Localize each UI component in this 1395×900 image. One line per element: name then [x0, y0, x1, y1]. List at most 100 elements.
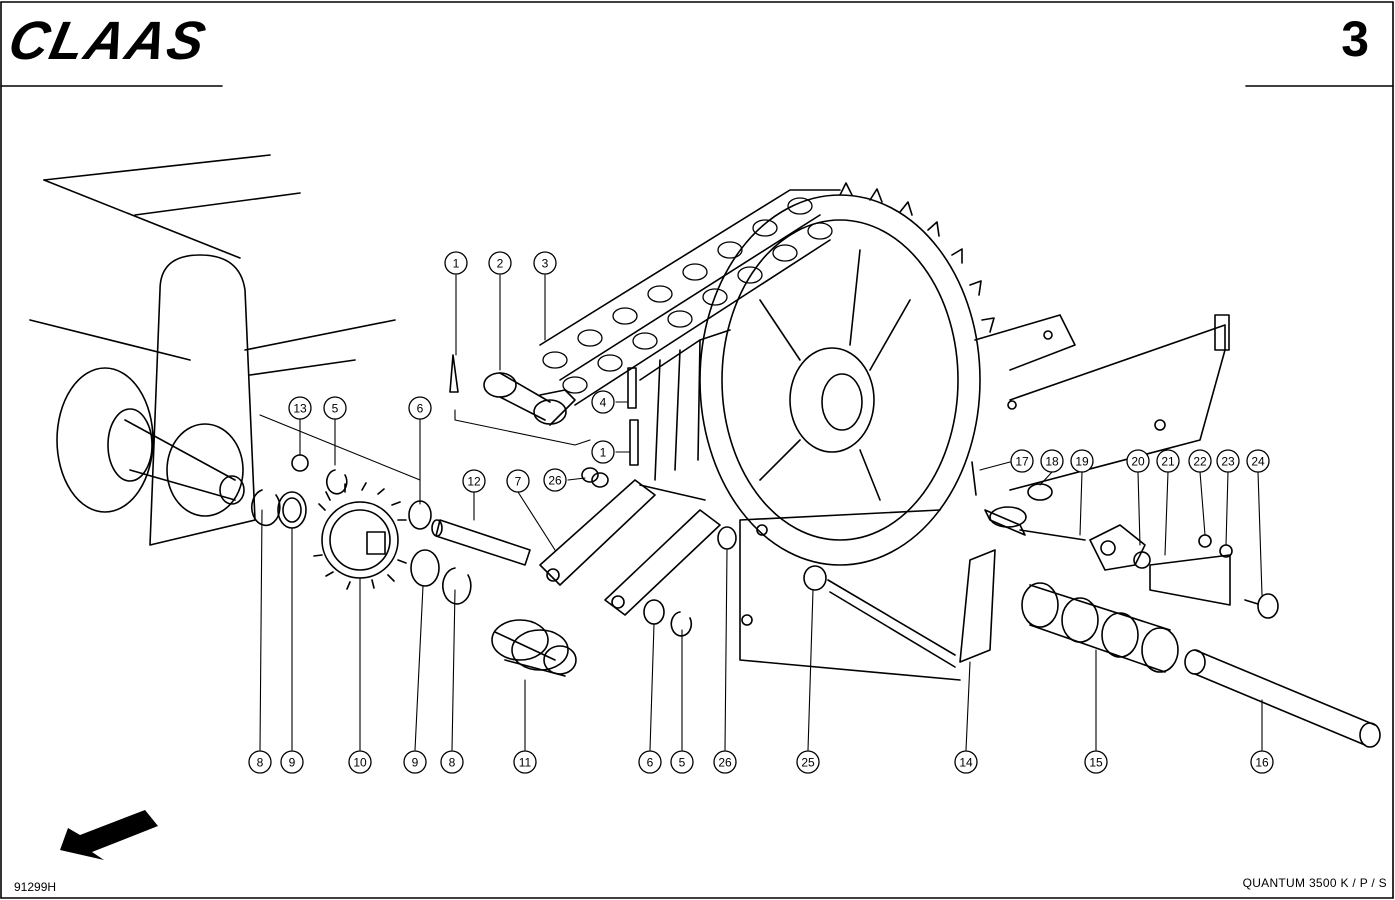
callout-label: 16	[1255, 756, 1269, 770]
callout-label: 22	[1193, 455, 1207, 469]
callout-label: 26	[548, 474, 562, 488]
callout-3: 3	[533, 251, 557, 275]
guide-tube-16	[1184, 649, 1381, 748]
callout-label: 4	[600, 396, 607, 410]
callout-26a: 26	[543, 468, 567, 492]
callout-circle	[462, 469, 486, 493]
callout-circle	[1156, 449, 1180, 473]
callout-13: 13	[288, 396, 312, 420]
callout-label: 9	[412, 756, 419, 770]
callout-circle	[533, 251, 557, 275]
callout-1b: 1	[591, 440, 615, 464]
callout-17: 17	[1010, 449, 1034, 473]
callout-2: 2	[488, 251, 512, 275]
callout-circle	[1250, 750, 1274, 774]
callout-label: 26	[718, 756, 732, 770]
callout-circle	[506, 469, 530, 493]
callout-circle	[1188, 449, 1212, 473]
callout-18: 18	[1040, 449, 1064, 473]
callout-circle	[638, 750, 662, 774]
large-sprocket	[699, 182, 995, 566]
callout-5b: 5	[670, 750, 694, 774]
callout-11: 11	[513, 750, 537, 774]
small-sprocket	[313, 482, 407, 590]
callout-circle	[348, 750, 372, 774]
callout-16: 16	[1250, 750, 1274, 774]
callout-25: 25	[796, 750, 820, 774]
callout-circle	[1246, 449, 1270, 473]
callout-label: 9	[289, 756, 296, 770]
callout-circle	[408, 396, 432, 420]
callout-circle	[591, 390, 615, 414]
leader-lines	[259, 274, 1263, 751]
callout-circle	[1084, 750, 1108, 774]
callout-label: 20	[1131, 455, 1145, 469]
callout-circle	[1040, 449, 1064, 473]
tensioner-arm	[431, 479, 721, 616]
callout-circle	[1010, 449, 1034, 473]
callout-6a: 6	[408, 396, 432, 420]
gearbox-housing	[29, 154, 396, 546]
drawing-number: 91299H	[14, 880, 57, 894]
coil-spring-11	[491, 619, 577, 677]
callout-label: 5	[679, 756, 686, 770]
washers-and-rings	[251, 454, 827, 637]
callout-label: 10	[353, 756, 367, 770]
callout-label: 15	[1089, 756, 1103, 770]
page-number: 3	[1341, 11, 1369, 67]
callout-circle	[543, 468, 567, 492]
roller-chain	[539, 189, 841, 481]
callout-label: 6	[647, 756, 654, 770]
callout-label: 8	[449, 756, 456, 770]
callout-19: 19	[1070, 449, 1094, 473]
callout-circle	[248, 750, 272, 774]
callout-circle	[1126, 449, 1150, 473]
callout-circle	[954, 750, 978, 774]
callout-6b: 6	[638, 750, 662, 774]
callout-circle	[280, 750, 304, 774]
callout-7: 7	[506, 469, 530, 493]
chain-link-parts	[449, 354, 639, 488]
callout-label: 19	[1075, 455, 1089, 469]
callout-8b: 8	[440, 750, 464, 774]
callout-8a: 8	[248, 750, 272, 774]
callout-label: 17	[1015, 455, 1029, 469]
callout-label: 18	[1045, 455, 1059, 469]
callout-21: 21	[1156, 449, 1180, 473]
callout-4: 4	[591, 390, 615, 414]
callout-circle	[1070, 449, 1094, 473]
callout-circle	[440, 750, 464, 774]
callout-circle	[1216, 449, 1240, 473]
callout-circle	[323, 396, 347, 420]
callout-9b: 9	[403, 750, 427, 774]
callout-circle	[444, 251, 468, 275]
callout-10: 10	[348, 750, 372, 774]
callout-14: 14	[954, 750, 978, 774]
callout-label: 13	[293, 402, 307, 416]
direction-arrow-icon	[60, 810, 158, 860]
callout-circle	[670, 750, 694, 774]
callout-label: 7	[515, 475, 522, 489]
callout-12: 12	[462, 469, 486, 493]
callout-label: 12	[467, 475, 481, 489]
callout-22: 22	[1188, 449, 1212, 473]
tension-rod-assembly	[827, 461, 1279, 668]
model-designation: QUANTUM 3500 K / P / S	[1242, 876, 1387, 890]
callout-label: 25	[801, 756, 815, 770]
callout-23: 23	[1216, 449, 1240, 473]
callout-9a: 9	[280, 750, 304, 774]
callout-label: 21	[1161, 455, 1175, 469]
callout-1a: 1	[444, 251, 468, 275]
coil-spring-15	[1021, 582, 1179, 673]
callout-label: 11	[519, 756, 532, 770]
callout-label: 6	[417, 402, 424, 416]
callout-circle	[513, 750, 537, 774]
callout-circle	[288, 396, 312, 420]
callout-label: 2	[497, 257, 504, 271]
callout-circle	[488, 251, 512, 275]
callout-circle	[713, 750, 737, 774]
